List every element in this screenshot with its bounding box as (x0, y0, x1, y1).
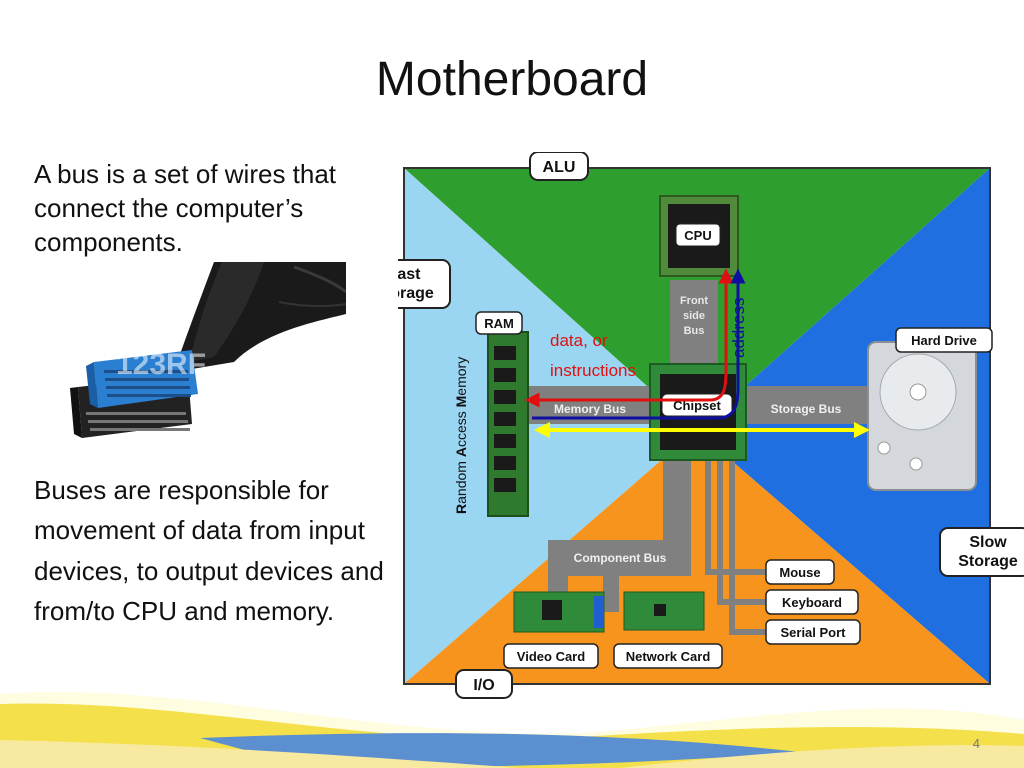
chipset-label: Chipset (673, 398, 721, 413)
front-side-bus-label-1: Front (680, 295, 708, 307)
address-arrow (532, 268, 746, 420)
front-side-bus-label-3: Bus (684, 325, 705, 337)
io-label: I/O (473, 677, 494, 694)
random-access-memory-label: Random Access Memory (453, 357, 469, 514)
mouse-label: Mouse (779, 565, 820, 580)
data-instructions-label-1: data, or (550, 331, 608, 350)
video-card-label: Video Card (517, 649, 585, 664)
slow-storage-label-2: Storage (958, 553, 1018, 570)
footer-wave (0, 692, 1024, 768)
cpu-label: CPU (684, 228, 711, 243)
address-label: address (729, 298, 748, 358)
memory-bus-label: Memory Bus (554, 402, 626, 416)
front-side-bus-label-2: side (683, 310, 705, 322)
data-instructions-label-2: instructions (550, 361, 636, 380)
component-bus (548, 540, 691, 576)
ribbon-cable-photo: 123RF (64, 262, 346, 454)
fast-storage-label-2: Storage (398, 285, 434, 302)
storage-bus-label: Storage Bus (771, 402, 842, 416)
photo-watermark: 123RF (116, 348, 206, 381)
motherboard-diagram: CPU Front side Bus RAM Random Access Mem… (398, 152, 1024, 699)
alu-label: ALU (543, 159, 576, 176)
front-side-bus (670, 280, 718, 375)
keyboard-label: Keyboard (782, 595, 842, 610)
bus-responsibility-text: Buses are responsible for movement of da… (34, 475, 384, 626)
component-bus-label: Component Bus (574, 551, 667, 565)
page-number: 4 (972, 736, 980, 751)
slow-storage-label-1: Slow (969, 534, 1007, 551)
fast-storage-label-1: Fast (398, 266, 421, 283)
slide-title: Motherboard (375, 53, 649, 106)
ram-label: RAM (484, 316, 514, 331)
storage-bus (740, 386, 875, 424)
serial-port-label: Serial Port (780, 625, 846, 640)
hard-drive-label: Hard Drive (911, 333, 977, 348)
bus-definition-text: A bus is a set of wires that connect the… (34, 159, 337, 257)
network-card-label: Network Card (626, 649, 711, 664)
data-instructions-arrow (668, 268, 734, 402)
